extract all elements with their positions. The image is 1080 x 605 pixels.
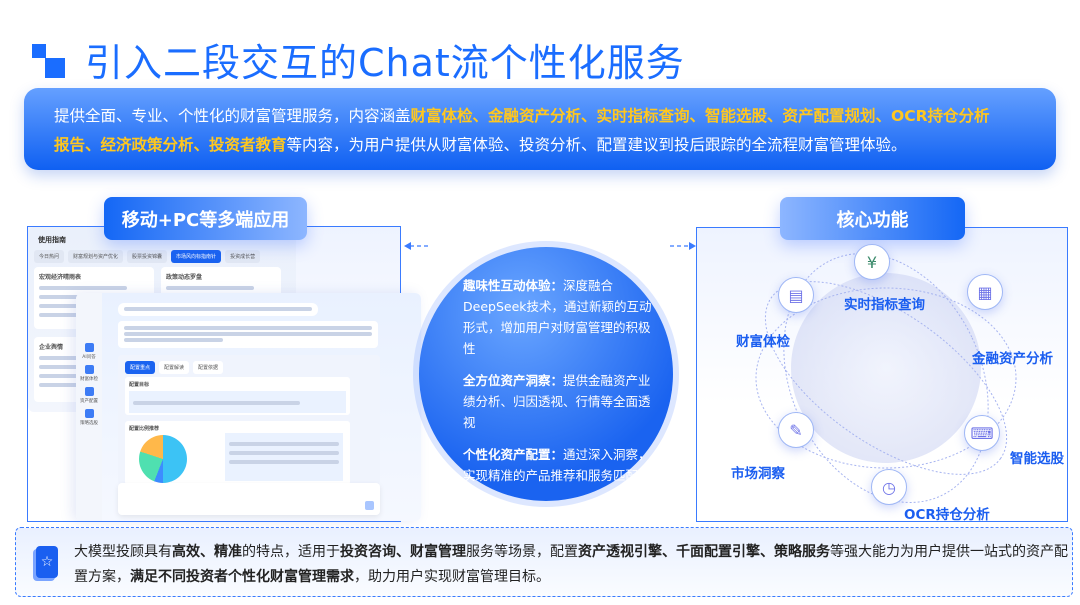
sidebar-item[interactable]: 策略选股 (77, 409, 101, 426)
app-tabs: 今日热问财富规划与资产优化股票投资锦囊市场风向标指南针投资成长营 (34, 250, 261, 263)
summary-text: 大模型投顾具有高效、精准的特点，适用于投资咨询、财富管理服务等场景，配置资产透视… (74, 540, 1072, 590)
sidebar-icon (84, 409, 94, 418)
app-card: 政策动态罗盘 (161, 267, 281, 297)
summary-text-part: 的特点，适用于 (242, 544, 340, 560)
feature-label: 实时指标查询 (844, 297, 925, 313)
sidebar-item[interactable]: 财富体检 (77, 365, 101, 382)
summary-emphasis: 满足不同投资者个性化财富管理需求 (130, 569, 354, 585)
sidebar-label: AI问答 (82, 355, 96, 360)
summary-text-part: 等强大能力为用户提供一站式的资产配置方案， (74, 544, 1068, 585)
feature-label: 财富体检 (736, 334, 790, 350)
sidebar-label: 资产配置 (80, 399, 98, 404)
highlight-title: 全方位资产洞察： (463, 373, 564, 388)
summary-text-part: 大模型投顾具有 (74, 544, 172, 560)
app-screenshot-front: AI问答财富体检资产配置策略选股 配置重点配置解读配置依据 配置目标 配置比例推… (76, 293, 421, 521)
config-tab[interactable]: 配置解读 (159, 361, 190, 374)
banner-highlight: 报告、经济政策分析、投资者教育 (54, 136, 287, 154)
sidebar-label: 策略选股 (80, 421, 98, 426)
config-tabs: 配置重点配置解读配置依据 (125, 361, 224, 374)
multi-platform-label: 移动+PC等多端应用 (104, 197, 307, 240)
highlight-text: 通过深入洞察，实现精准的产品推荐和服务匹配 (463, 447, 651, 483)
user-question (118, 303, 318, 316)
section-title: 配置比例推荐 (129, 426, 160, 432)
summary-text-part: ，助力用户实现财富管理目标。 (354, 569, 550, 585)
clock-dollar-icon: ◷ (871, 469, 907, 505)
building-icon: ▦ (967, 274, 1003, 310)
allocation-pie-chart (139, 435, 187, 483)
highlight-item: 趣味性互动体验：深度融合DeepSeek技术，通过新颖的互动形式，增加用户对财富… (463, 275, 655, 359)
core-features-label: 核心功能 (780, 197, 965, 240)
feature-label: 智能选股 (1010, 451, 1064, 467)
app-tab[interactable]: 财富规划与资产优化 (68, 250, 124, 263)
highlight-title: 个性化资产配置： (463, 447, 564, 462)
banner-highlight: 财富体检、金融资产分析、实时指标查询、智能选股、资产配置规划、OCR持仓分析 (410, 107, 990, 125)
app-guide-title: 使用指南 (38, 236, 66, 244)
feature-label: 市场洞察 (731, 466, 785, 482)
card-title: 企业舆情 (39, 344, 64, 351)
sidebar-label: 财富体检 (80, 377, 98, 382)
intro-banner: 提供全面、专业、个性化的财富管理服务，内容涵盖财富体检、金融资产分析、实时指标查… (24, 88, 1056, 170)
highlight-item: 全方位资产洞察：提供金融资产业绩分析、归因透视、行情等全面透视 (463, 370, 655, 433)
feature-label: OCR持仓分析 (904, 507, 990, 523)
summary-emphasis: 高效、精准 (172, 544, 242, 560)
document-pen-icon: ✎ (778, 412, 814, 448)
send-icon[interactable] (365, 501, 374, 510)
feature-label: 金融资产分析 (972, 351, 1053, 367)
ai-answer (118, 321, 378, 348)
summary-emphasis: 投资咨询、财富管理 (340, 544, 466, 560)
connector-arrows (404, 242, 696, 250)
sidebar-icon (84, 343, 94, 352)
star-icon: ☆ (36, 546, 58, 578)
config-result: 配置重点配置解读配置依据 配置目标 配置比例推荐 (118, 355, 380, 485)
highlight-text: 深度融合DeepSeek技术，通过新颖的互动形式，增加用户对财富管理的积极性 (463, 278, 652, 356)
card-title: 宏观经济晴雨表 (39, 274, 82, 281)
feature-highlights-circle: 趣味性互动体验：深度融合DeepSeek技术，通过新颖的互动形式，增加用户对财富… (419, 247, 673, 501)
sidebar-icon (84, 365, 94, 374)
banner-text: 提供全面、专业、个性化的财富管理服务，内容涵盖 (54, 107, 411, 125)
app-tab[interactable]: 投资成长营 (225, 250, 261, 263)
app-tab[interactable]: 今日热问 (34, 250, 65, 263)
sidebar-item[interactable]: AI问答 (77, 343, 101, 360)
yuan-refresh-icon: ¥ (854, 244, 890, 280)
chat-input[interactable] (118, 483, 380, 515)
page-title: 引入二段交互的Chat流个性化服务 (85, 41, 685, 85)
allocation-card: 配置比例推荐 (125, 421, 350, 485)
sidebar-icon (84, 387, 94, 396)
highlight-item: 个性化资产配置：通过深入洞察，实现精准的产品推荐和服务匹配 (463, 444, 655, 486)
config-tab[interactable]: 配置依据 (193, 361, 224, 374)
summary-text-part: 服务等场景，配置 (466, 544, 578, 560)
section-title: 配置目标 (129, 382, 150, 388)
sidebar-item[interactable]: 资产配置 (77, 387, 101, 404)
card-title: 政策动态罗盘 (166, 274, 203, 281)
summary-box: ☆ 大模型投顾具有高效、精准的特点，适用于投资咨询、财富管理服务等场景，配置资产… (15, 527, 1073, 597)
app-tab[interactable]: 市场风向标指南针 (171, 250, 222, 263)
id-card-icon: ▤ (778, 277, 814, 313)
app-sidebar: AI问答财富体检资产配置策略选股 (76, 293, 102, 521)
summary-emphasis: 资产透视引擎、千面配置引擎、策略服务 (578, 544, 830, 560)
banner-text: 等内容，为用户提供从财富体验、投资分析、配置建议到投后跟踪的全流程财富管理体验。 (286, 136, 907, 154)
config-goal-card: 配置目标 (125, 377, 350, 415)
highlight-title: 趣味性互动体验： (463, 278, 564, 293)
globe-orbits (755, 253, 1017, 503)
highlight-text: 提供金融资产业绩分析、归因透视、行情等全面透视 (463, 373, 651, 430)
config-tab[interactable]: 配置重点 (125, 361, 156, 374)
monitor-globe-icon: ⌨ (964, 415, 1000, 451)
app-tab[interactable]: 股票投资锦囊 (127, 250, 168, 263)
